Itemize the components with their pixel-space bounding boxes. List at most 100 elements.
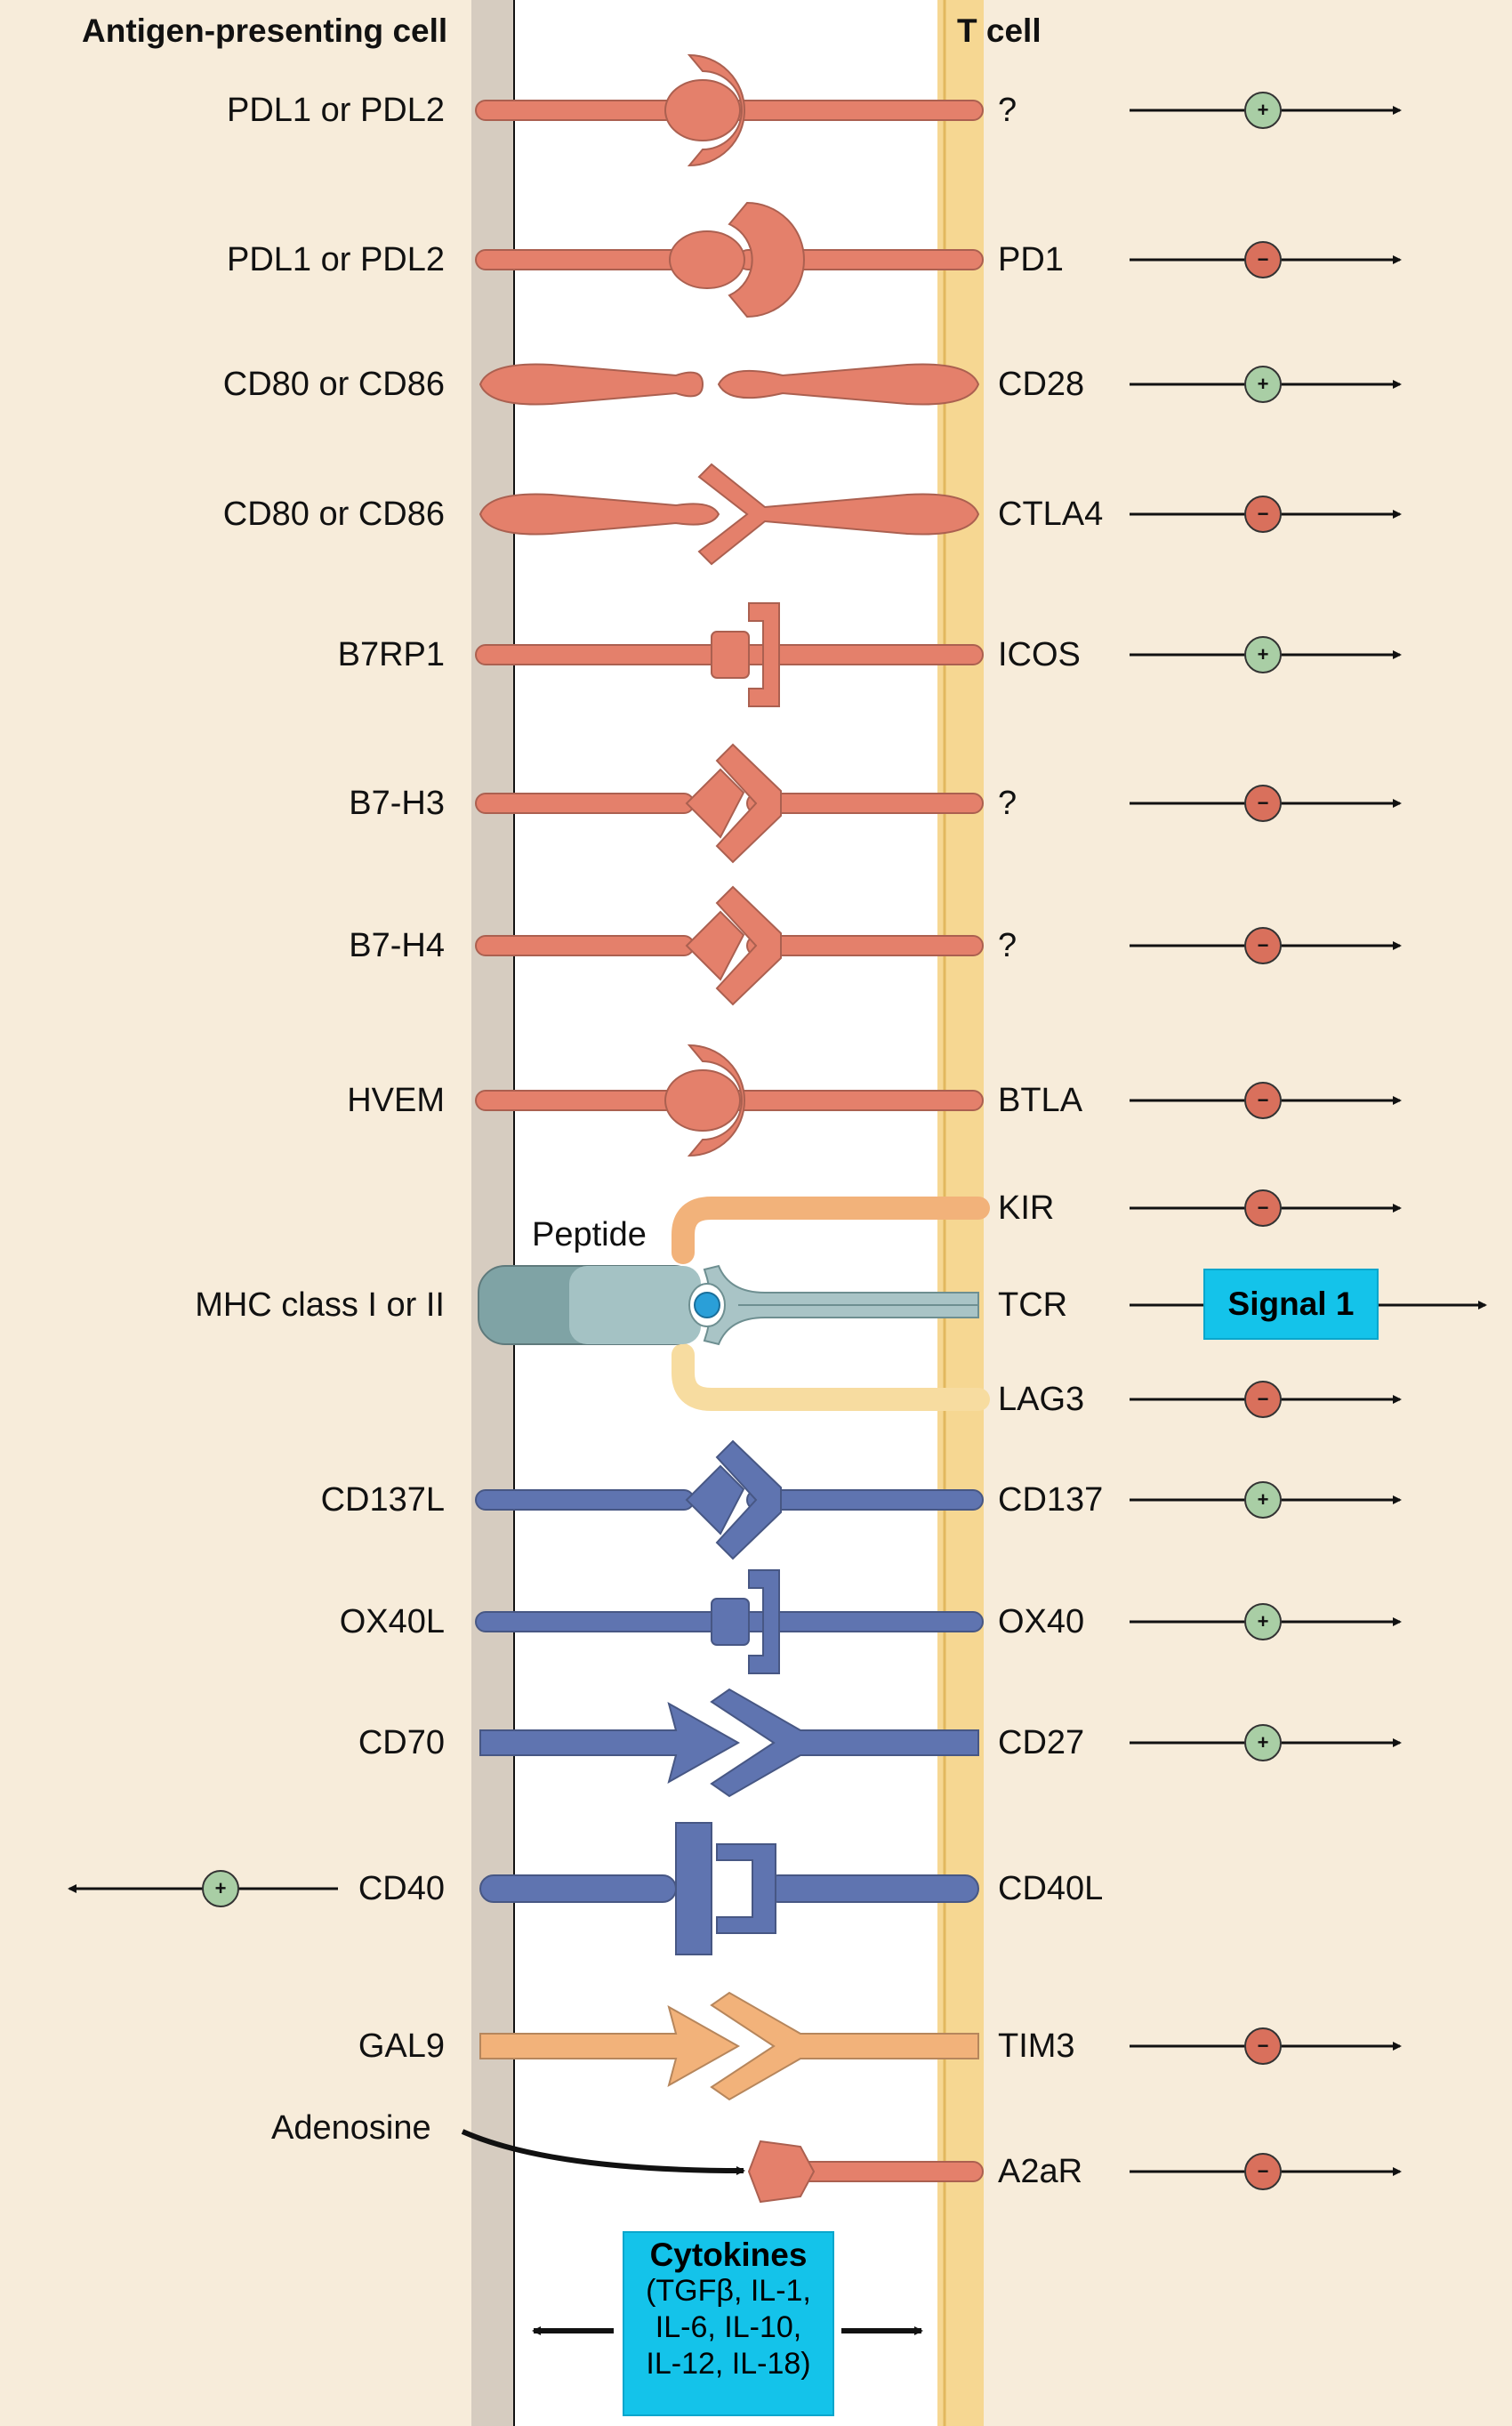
molecule-pair-b7h3 bbox=[475, 743, 984, 864]
signal-1-badge: Signal 1 bbox=[1203, 1269, 1379, 1340]
cytokines-box: Cytokines (TGFβ, IL-1, IL-6, IL-10, IL-1… bbox=[623, 2231, 834, 2416]
receptor-v bbox=[715, 885, 782, 1006]
ligand-head bbox=[685, 768, 745, 839]
negative-signal-icon bbox=[1244, 2153, 1282, 2190]
ligand-label-cd70: CD70 bbox=[358, 1724, 445, 1761]
receptor-label-a2ar: A2aR bbox=[998, 2153, 1083, 2190]
receptor-label-b7rp1-icos: ICOS bbox=[998, 636, 1081, 673]
receptor-label-lag3: LAG3 bbox=[998, 1381, 1085, 1418]
signal-arrow-b7rp1-icos: + bbox=[1130, 636, 1402, 673]
receptor-label-kir: KIR bbox=[998, 1189, 1055, 1227]
signal-sign-text: − bbox=[1258, 503, 1269, 525]
ligand-label-cd137: CD137L bbox=[320, 1481, 445, 1519]
positive-signal-icon bbox=[1244, 1603, 1282, 1640]
receptor-label-cd80-ctla4: CTLA4 bbox=[998, 496, 1104, 533]
receptor-label-hvem-btla: BTLA bbox=[998, 1082, 1083, 1119]
apc-membrane bbox=[471, 0, 516, 2426]
apc-header: Antigen-presenting cell bbox=[82, 12, 448, 49]
receptor-label-tcr: TCR bbox=[998, 1286, 1068, 1324]
ligand-stalk bbox=[475, 1489, 695, 1511]
molecule-pair-ox40 bbox=[475, 1569, 984, 1674]
ligand-body bbox=[479, 493, 720, 536]
negative-signal-icon bbox=[1244, 1189, 1282, 1227]
receptor-stalk bbox=[764, 1874, 979, 1903]
molecule-pair-pdl-pd1 bbox=[475, 201, 984, 318]
molecule-pair-cd80-ctla4 bbox=[479, 463, 980, 566]
receptor-cup bbox=[728, 201, 805, 318]
positive-signal-icon bbox=[1244, 1481, 1282, 1519]
receptor-label-b7h3: ? bbox=[998, 785, 1017, 822]
ligand-label-tcr: MHC class I or II bbox=[195, 1286, 445, 1324]
receptor-v bbox=[715, 1439, 782, 1560]
ligand-label-pdl-unknown: PDL1 or PDL2 bbox=[226, 92, 445, 129]
signal-arrow-lag3: − bbox=[1130, 1381, 1402, 1418]
molecule-pair-b7rp1-icos bbox=[475, 602, 984, 707]
signal-sign-text: − bbox=[1258, 934, 1269, 956]
molecule-pair-cd80-cd28 bbox=[479, 363, 980, 406]
receptor-stalk bbox=[728, 100, 984, 121]
ligand-stalk bbox=[475, 793, 695, 814]
receptor-cup bbox=[687, 53, 745, 167]
signal-arrow-cd137: + bbox=[1130, 1481, 1402, 1519]
receptor-bracket bbox=[748, 1569, 780, 1674]
molecule-pair-hvem-btla bbox=[475, 1044, 984, 1157]
signal-sign-text: + bbox=[1258, 1488, 1269, 1511]
signal-sign-text: + bbox=[1258, 643, 1269, 665]
ligand-label-pdl-pd1: PDL1 or PDL2 bbox=[226, 241, 445, 278]
signal-arrow-kir: − bbox=[1130, 1189, 1402, 1227]
signal-arrow-pdl-pd1: − bbox=[1130, 241, 1402, 278]
signal-arrow-b7h4: − bbox=[1130, 927, 1402, 964]
receptor-stalk bbox=[746, 935, 984, 956]
receptor-stalk bbox=[791, 2161, 984, 2182]
ligand-body bbox=[479, 363, 704, 406]
molecule-pair-cd137 bbox=[475, 1439, 984, 1560]
ligand-arrow bbox=[479, 1701, 741, 1785]
cytokines-line-1: (TGFβ, IL-1, bbox=[646, 2274, 811, 2308]
peptide bbox=[694, 1292, 720, 1318]
signal-sign-text: − bbox=[1258, 1388, 1269, 1410]
receptor-v bbox=[715, 743, 782, 864]
ligand-label-b7h4: B7-H4 bbox=[349, 927, 445, 964]
signal-arrow-a2ar: − bbox=[1130, 2153, 1402, 2190]
ligand-arrow bbox=[479, 2004, 741, 2088]
signal-sign-text: − bbox=[1258, 1197, 1269, 1219]
receptor-label-b7h4: ? bbox=[998, 927, 1017, 964]
mhc-groove bbox=[569, 1266, 701, 1344]
negative-signal-icon bbox=[1244, 1082, 1282, 1119]
negative-signal-icon bbox=[1244, 1381, 1282, 1418]
ligand-label-gal9: GAL9 bbox=[358, 2027, 445, 2065]
ligand-head bbox=[664, 1069, 741, 1132]
ligand-stalk bbox=[475, 935, 695, 956]
ligand-head bbox=[711, 1598, 750, 1646]
signal-sign-text: + bbox=[1258, 99, 1269, 121]
ligand-head bbox=[669, 230, 745, 289]
molecule-pair-gal9 bbox=[479, 1991, 979, 2101]
ligand-head bbox=[664, 79, 741, 141]
receptor-body bbox=[717, 363, 980, 406]
negative-signal-icon bbox=[1244, 785, 1282, 822]
negative-signal-icon bbox=[1244, 927, 1282, 964]
signal-sign-text: − bbox=[1258, 1089, 1269, 1111]
receptor-label-gal9: TIM3 bbox=[998, 2027, 1075, 2065]
molecule-pair-a2ar bbox=[747, 2140, 984, 2204]
receptor-stalk bbox=[746, 793, 984, 814]
ligand-label-cd80-ctla4: CD80 or CD86 bbox=[222, 496, 445, 533]
kir-receptor bbox=[672, 1197, 990, 1264]
ligand-label-b7h3: B7-H3 bbox=[349, 785, 445, 822]
molecule-pair-cd40 bbox=[479, 1822, 979, 1955]
signal-arrow-pdl-unknown: + bbox=[1130, 92, 1402, 129]
receptor-stalk bbox=[746, 1489, 984, 1511]
ligand-stalk bbox=[475, 1611, 739, 1632]
ligand-head bbox=[685, 910, 745, 981]
tcr-mhc-complex bbox=[478, 1197, 990, 1411]
ligand-head bbox=[711, 631, 750, 679]
signal-sign-text: + bbox=[215, 1877, 227, 1899]
cytokines-line-2: IL-6, IL-10, bbox=[655, 2310, 802, 2344]
receptor-bracket bbox=[716, 1843, 776, 1934]
ligand-head bbox=[685, 1464, 745, 1535]
signal-sign-text: − bbox=[1258, 2160, 1269, 2182]
positive-signal-icon bbox=[1244, 636, 1282, 673]
signal-sign-text: + bbox=[1258, 1610, 1269, 1632]
